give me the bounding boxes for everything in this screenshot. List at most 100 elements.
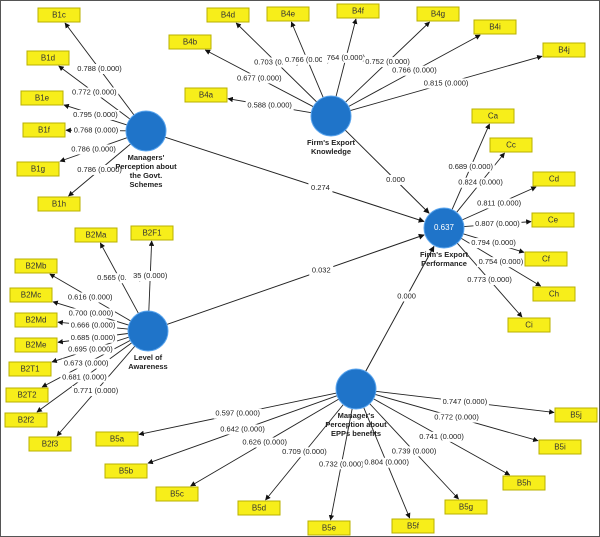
indicator-B2F1[interactable]: B2F1 — [130, 225, 174, 241]
indicator-box[interactable] — [554, 407, 598, 423]
construct-circle[interactable] — [125, 110, 167, 152]
construct-circle[interactable] — [127, 310, 169, 352]
indicator-box[interactable] — [391, 518, 435, 534]
indicator-box[interactable] — [542, 42, 586, 58]
indicator-B1c[interactable]: B1c — [37, 7, 81, 23]
indicator-B2f2[interactable]: B2f2 — [4, 412, 48, 428]
indicator-box[interactable] — [155, 486, 199, 502]
indicator-Ch[interactable]: Ch — [532, 286, 576, 302]
indicator-B4e[interactable]: B4e — [266, 6, 310, 22]
loading-label: 0.771 (0.000) — [74, 386, 119, 395]
loading-label: 0.811 (0.000) — [477, 198, 522, 207]
indicator-box[interactable] — [22, 122, 66, 138]
indicator-B4b[interactable]: B4b — [168, 34, 212, 50]
indicator-B5j[interactable]: B5j — [554, 407, 598, 423]
indicator-B2Mb[interactable]: B2Mb — [14, 258, 58, 274]
indicator-B1h[interactable]: B1h — [37, 196, 81, 212]
indicator-box[interactable] — [104, 463, 148, 479]
indicator-box[interactable] — [307, 520, 351, 536]
indicator-box[interactable] — [524, 251, 568, 267]
indicator-name: Ca — [488, 112, 499, 121]
indicator-box[interactable] — [28, 436, 72, 452]
construct-circle[interactable] — [310, 95, 352, 137]
loading-label-bg — [283, 54, 332, 65]
indicator-box[interactable] — [336, 3, 380, 19]
construct-circle[interactable] — [335, 368, 377, 410]
indicator-box[interactable] — [266, 6, 310, 22]
construct-circle[interactable] — [423, 207, 465, 249]
indicator-box[interactable] — [26, 50, 70, 66]
indicator-Ci[interactable]: Ci — [507, 317, 551, 333]
indicator-B5e[interactable]: B5e — [307, 520, 351, 536]
indicator-Ce[interactable]: Ce — [531, 212, 575, 228]
indicator-B5d[interactable]: B5d — [237, 500, 281, 516]
indicator-box[interactable] — [532, 171, 576, 187]
indicator-name: B2T2 — [17, 391, 37, 400]
indicator-box[interactable] — [502, 475, 546, 491]
indicator-box[interactable] — [14, 258, 58, 274]
indicator-box[interactable] — [471, 108, 515, 124]
indicator-Cc[interactable]: Cc — [489, 137, 533, 153]
indicator-box[interactable] — [538, 439, 582, 455]
indicator-name: B4g — [431, 10, 445, 19]
construct-label: Level of — [134, 353, 163, 362]
indicator-box[interactable] — [16, 161, 60, 177]
indicator-B5a[interactable]: B5a — [95, 431, 139, 447]
indicator-box[interactable] — [532, 286, 576, 302]
indicator-box[interactable] — [489, 137, 533, 153]
indicator-B4f[interactable]: B4f — [336, 3, 380, 19]
indicator-box[interactable] — [507, 317, 551, 333]
indicator-B2T1[interactable]: B2T1 — [8, 361, 52, 377]
indicator-box[interactable] — [20, 90, 64, 106]
indicator-box[interactable] — [5, 387, 49, 403]
indicator-B2T2[interactable]: B2T2 — [5, 387, 49, 403]
indicator-B4g[interactable]: B4g — [416, 6, 460, 22]
indicator-B1f[interactable]: B1f — [22, 122, 66, 138]
indicator-B2Ma[interactable]: B2Ma — [74, 227, 118, 243]
indicator-box[interactable] — [416, 6, 460, 22]
indicator-B4d[interactable]: B4d — [206, 7, 250, 23]
indicator-B2Mc[interactable]: B2Mc — [9, 287, 53, 303]
indicator-B5g[interactable]: B5g — [444, 499, 488, 515]
indicator-box[interactable] — [168, 34, 212, 50]
indicator-B5b[interactable]: B5b — [104, 463, 148, 479]
indicator-box[interactable] — [14, 337, 58, 353]
indicator-box[interactable] — [444, 499, 488, 515]
indicator-Ca[interactable]: Ca — [471, 108, 515, 124]
indicator-B4a[interactable]: B4a — [184, 87, 228, 103]
indicator-B2Md[interactable]: B2Md — [14, 312, 58, 328]
indicator-B2f3[interactable]: B2f3 — [28, 436, 72, 452]
indicator-box[interactable] — [37, 7, 81, 23]
indicator-B5i[interactable]: B5i — [538, 439, 582, 455]
indicator-box[interactable] — [8, 361, 52, 377]
indicator-box[interactable] — [237, 500, 281, 516]
indicator-B5h[interactable]: B5h — [502, 475, 546, 491]
indicator-box[interactable] — [473, 19, 517, 35]
indicator-B5f[interactable]: B5f — [391, 518, 435, 534]
indicator-Cd[interactable]: Cd — [532, 171, 576, 187]
indicator-B1e[interactable]: B1e — [20, 90, 64, 106]
indicator-box[interactable] — [74, 227, 118, 243]
indicator-B1d[interactable]: B1d — [26, 50, 70, 66]
indicator-B1g[interactable]: B1g — [16, 161, 60, 177]
indicator-box[interactable] — [184, 87, 228, 103]
indicator-box[interactable] — [37, 196, 81, 212]
indicator-Cf[interactable]: Cf — [524, 251, 568, 267]
indicator-B5c[interactable]: B5c — [155, 486, 199, 502]
indicator-box[interactable] — [206, 7, 250, 23]
indicator-box[interactable] — [130, 225, 174, 241]
indicator-box[interactable] — [531, 212, 575, 228]
indicator-name: B1h — [52, 200, 66, 209]
indicator-box[interactable] — [9, 287, 53, 303]
indicator-B4j[interactable]: B4j — [542, 42, 586, 58]
indicator-box[interactable] — [95, 431, 139, 447]
indicator-box[interactable] — [14, 312, 58, 328]
indicator-B2Me[interactable]: B2Me — [14, 337, 58, 353]
indicator-box[interactable] — [4, 412, 48, 428]
indicator-B4i[interactable]: B4i — [473, 19, 517, 35]
